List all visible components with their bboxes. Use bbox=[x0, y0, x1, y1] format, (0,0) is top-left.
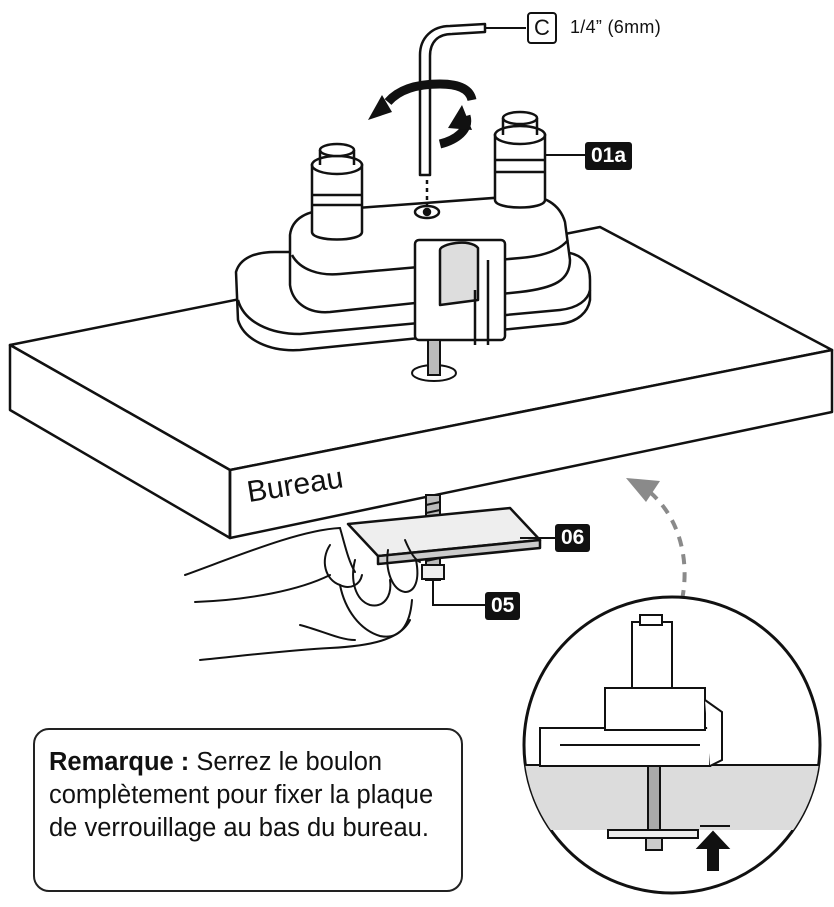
tool-size-label: 1/4” (6mm) bbox=[570, 17, 662, 37]
note-box: Remarque : Serrez le boulon complètement… bbox=[33, 728, 463, 892]
up-arrow-icon bbox=[695, 830, 731, 871]
allen-key bbox=[418, 22, 487, 205]
part-label-bolt: 05 bbox=[485, 592, 521, 620]
mount-base bbox=[234, 194, 592, 352]
bolt-callout-line bbox=[432, 580, 485, 606]
hand bbox=[184, 526, 421, 661]
post-right bbox=[493, 110, 547, 209]
part-label-plate: 06 bbox=[555, 524, 591, 552]
part-label-base: 01a bbox=[585, 142, 633, 170]
detail-view bbox=[522, 595, 822, 895]
tool-letter-badge: C bbox=[527, 12, 557, 44]
desk-hole bbox=[411, 339, 457, 382]
note-prefix: Remarque : bbox=[49, 748, 190, 776]
dashed-arrow bbox=[626, 478, 687, 601]
post-left bbox=[310, 142, 364, 241]
desk bbox=[8, 225, 834, 540]
locking-plate bbox=[346, 506, 542, 566]
note-text: Serrez le boulon complètement pour fixer… bbox=[49, 748, 434, 842]
rotate-arrows-icon bbox=[368, 79, 477, 149]
